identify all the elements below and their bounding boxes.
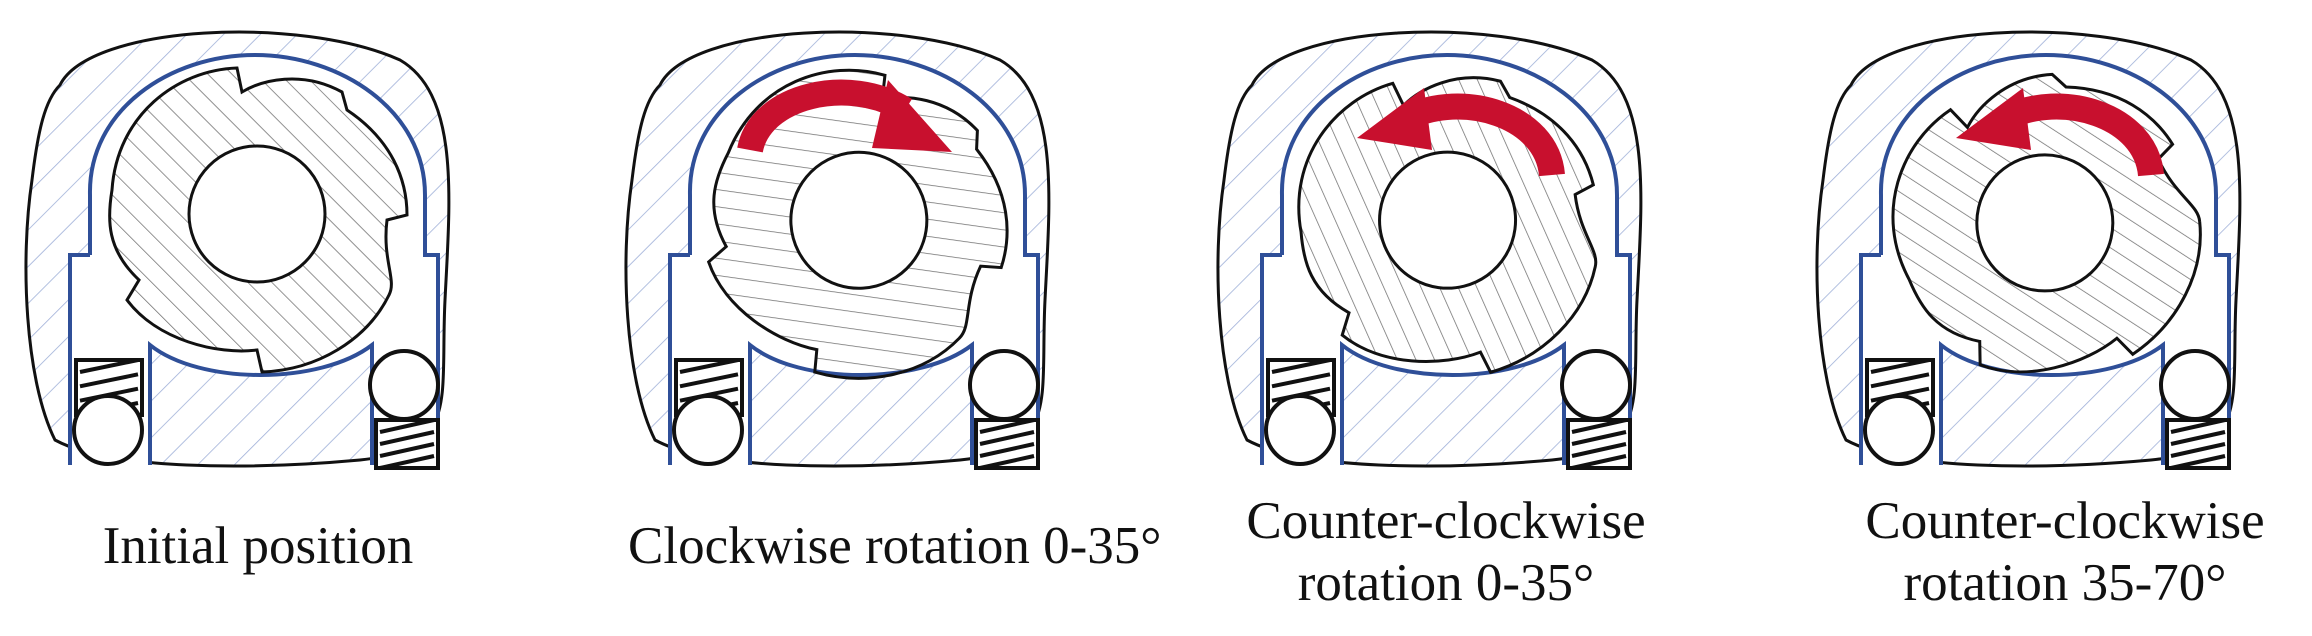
ball-left (72, 394, 144, 466)
spring-right (2165, 418, 2231, 470)
bore-contour (68, 52, 440, 465)
rotor (108, 66, 409, 374)
caption-panel-2: Clockwise rotation 0-35° (628, 515, 1162, 577)
panel-3 (1216, 30, 1643, 470)
spring-right (1566, 418, 1632, 470)
clockwise-arrow (737, 79, 952, 154)
shaft-hole (187, 144, 327, 284)
ball-right (368, 349, 440, 421)
caption-line: Clockwise rotation 0-35° (628, 517, 1162, 575)
caption-line: rotation 0-35° (1297, 554, 1595, 612)
ball-right (968, 349, 1040, 421)
panel-4 (1815, 30, 2242, 470)
panel-1 (24, 30, 451, 470)
shaft-hole (789, 150, 929, 290)
ball-left (1863, 394, 1935, 466)
caption-line: Counter-clockwise (1865, 492, 2265, 550)
shaft-hole (1975, 153, 2115, 293)
bore-contour (1859, 52, 2231, 465)
spring-right (974, 418, 1040, 470)
counter-clockwise-arrow (1956, 88, 2164, 178)
caption-line: Initial position (102, 517, 414, 575)
ball-right (1560, 349, 1632, 421)
ball-right (2159, 349, 2231, 421)
bore-contour (1260, 52, 1632, 465)
spring-right (374, 418, 440, 470)
shaft-hole (1378, 150, 1518, 290)
rotor (1297, 76, 1598, 375)
rotor (1891, 72, 2202, 374)
counter-clockwise-arrow (1357, 88, 1565, 178)
rotor (706, 68, 1009, 380)
caption-line: Counter-clockwise (1246, 492, 1646, 550)
ball-left (1264, 394, 1336, 466)
caption-line: rotation 35-70° (1903, 554, 2227, 612)
ball-left (672, 394, 744, 466)
panel-2 (624, 30, 1051, 470)
caption-panel-1: Initial position (0, 515, 518, 577)
